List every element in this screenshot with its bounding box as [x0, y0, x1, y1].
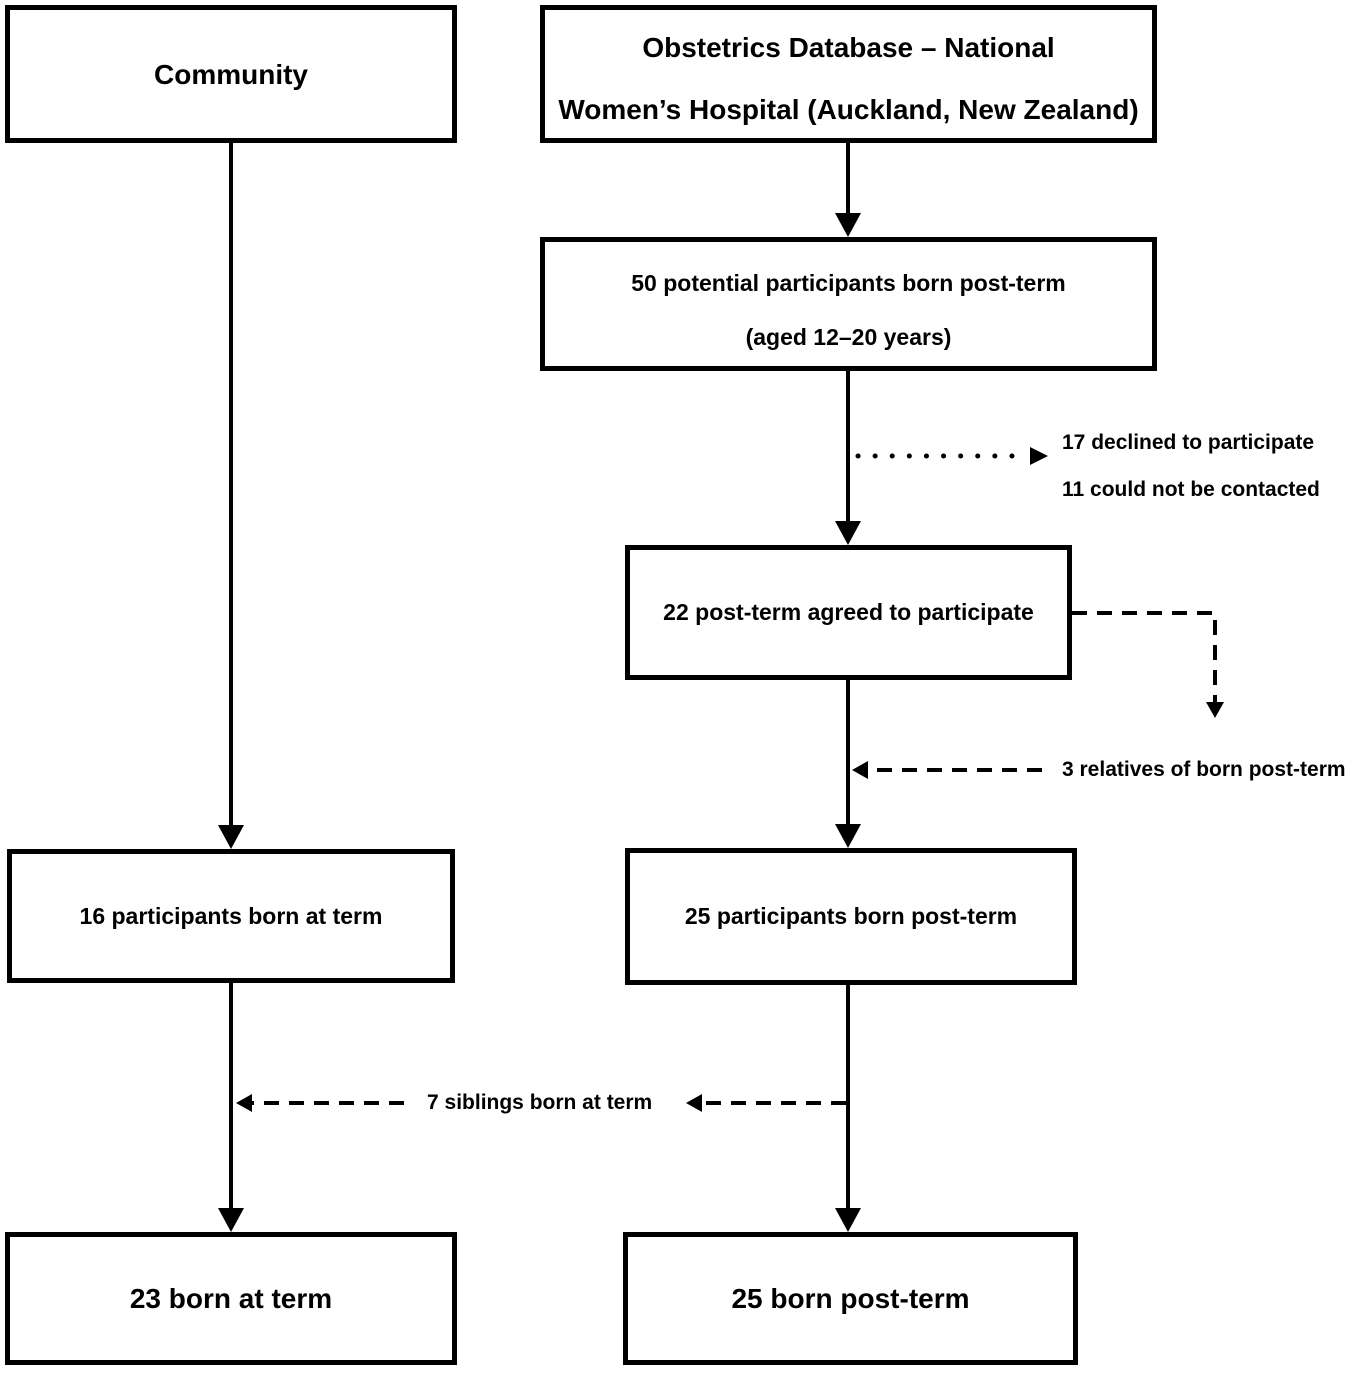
arrow-community-to-term-participants	[218, 143, 244, 849]
dashed-arrow-siblings-right	[686, 1094, 846, 1112]
box-term-total-label: 23 born at term	[129, 1283, 333, 1314]
box-agreed-label: 22 post-term agreed to participate	[663, 599, 1034, 626]
box-database-line-1: Obstetrics Database – National	[642, 32, 1055, 63]
arrowhead-down-icon	[218, 825, 244, 849]
annotation-declined-line-1: 17 declined to participate	[1062, 431, 1315, 454]
dashed-arrow-siblings-left	[236, 1094, 404, 1112]
box-postterm-total-label: 25 born post-term	[731, 1283, 970, 1314]
arrowhead-down-icon	[835, 521, 861, 545]
dashed-arrow-relatives-in	[852, 761, 1042, 779]
dotted-arrow-declined	[855, 447, 1048, 465]
box-term-participants: 16 participants born at term	[7, 849, 455, 983]
arrow-database-to-potential	[835, 143, 861, 237]
annotation-declined: 17 declined to participate 11 could not …	[1062, 419, 1320, 513]
box-postterm-total: 25 born post-term	[623, 1232, 1078, 1365]
box-term-participants-label: 16 participants born at term	[79, 902, 383, 929]
arrowhead-left-icon	[852, 761, 868, 779]
box-term-total: 23 born at term	[5, 1232, 457, 1365]
arrowhead-down-icon	[835, 824, 861, 848]
arrowhead-down-icon	[835, 1208, 861, 1232]
box-database-line-2: Women’s Hospital (Auckland, New Zealand)	[558, 94, 1139, 125]
arrowhead-down-icon	[218, 1208, 244, 1232]
annotation-relatives: 3 relatives of born post-term	[1062, 757, 1346, 783]
arrow-postterm-participants-to-total	[835, 983, 861, 1232]
arrowhead-left-icon	[686, 1094, 702, 1112]
box-potential-participants: 50 potential participants born post-term…	[540, 237, 1157, 371]
box-community: Community	[5, 5, 457, 143]
dashed-elbow-line	[1072, 611, 1217, 702]
arrowhead-left-icon	[236, 1094, 252, 1112]
annotation-siblings-label: 7 siblings born at term	[427, 1091, 653, 1114]
box-agreed: 22 post-term agreed to participate	[625, 545, 1072, 680]
arrow-term-participants-to-total	[218, 983, 244, 1232]
annotation-declined-line-2: 11 could not be contacted	[1062, 478, 1320, 501]
arrowhead-down-icon	[1206, 702, 1224, 718]
box-postterm-participants: 25 participants born post-term	[625, 848, 1077, 985]
dashed-connector-agreed-to-relatives	[1072, 611, 1224, 718]
arrowhead-right-icon	[1030, 447, 1048, 465]
box-postterm-participants-label: 25 participants born post-term	[684, 903, 1018, 930]
box-database: Obstetrics Database – National Women’s H…	[540, 5, 1157, 143]
box-potential-line-1: 50 potential participants born post-term	[631, 270, 1066, 296]
box-community-label: Community	[154, 58, 308, 90]
arrowhead-down-icon	[835, 213, 861, 237]
annotation-relatives-label: 3 relatives of born post-term	[1062, 758, 1346, 781]
arrow-agreed-to-postterm-participants	[835, 680, 861, 848]
box-potential-line-2: (aged 12–20 years)	[745, 324, 952, 350]
annotation-siblings: 7 siblings born at term	[427, 1090, 652, 1116]
arrow-potential-to-agreed	[835, 371, 861, 545]
